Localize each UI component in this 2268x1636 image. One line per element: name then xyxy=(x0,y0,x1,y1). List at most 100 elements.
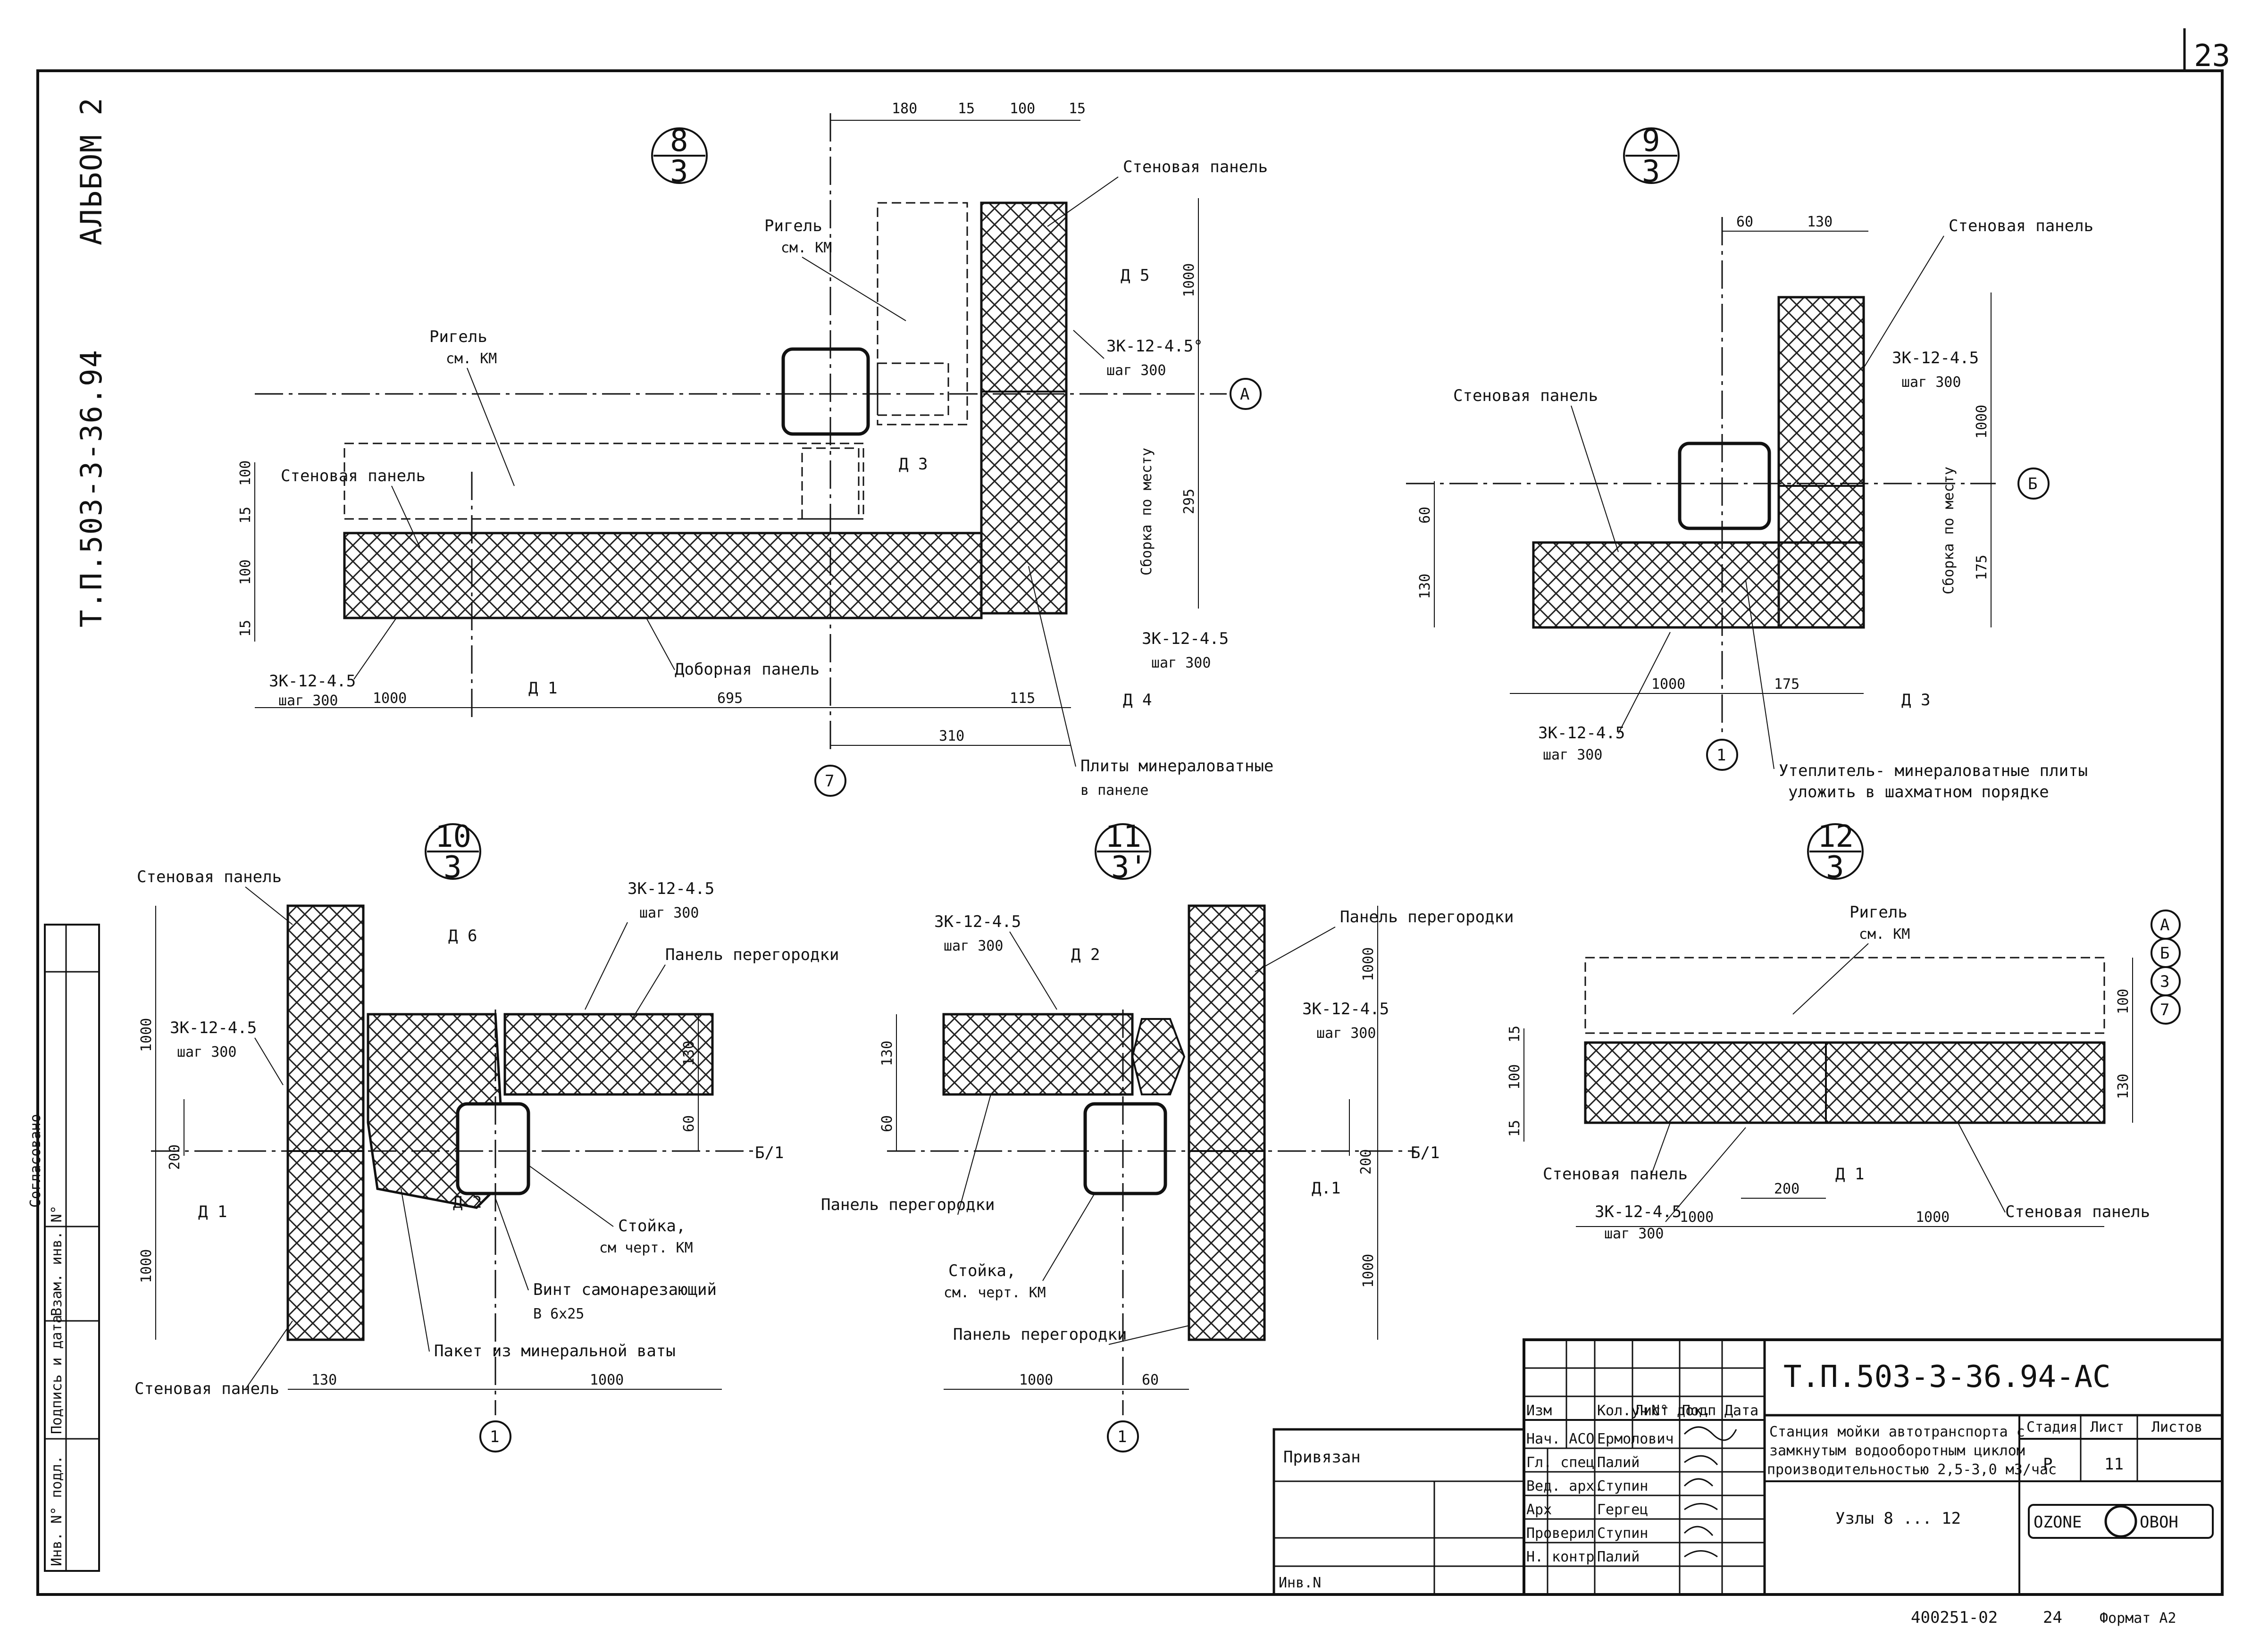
title-block: Привязан Инв.N Изм Кол.уч Лист N° док. П… xyxy=(1272,1338,2224,1596)
stage-value: Р xyxy=(2043,1455,2052,1474)
tb-role-5: Н. контр xyxy=(1526,1549,1595,1565)
n10-wall-panel-bottom: Стеновая панель xyxy=(134,1379,279,1398)
n8-screw-a: ЗК-12-4.5° xyxy=(1106,337,1203,356)
n9-screw-b: ЗК-12-4.5 xyxy=(1538,724,1625,743)
sheet-value: 11 xyxy=(2104,1455,2124,1474)
n8-dim-295: 295 xyxy=(1181,489,1197,514)
node-10-sheet: 3 xyxy=(444,850,462,885)
n8-d5: Д 5 xyxy=(1121,266,1149,285)
tb-head-izm: Изм xyxy=(1526,1402,1552,1419)
tb-role-4: Проверил xyxy=(1526,1525,1595,1542)
n12-dim-1000b: 1000 xyxy=(1916,1209,1950,1226)
n8-dim-695: 695 xyxy=(717,690,743,707)
n10-post-see: см черт. КМ xyxy=(599,1240,693,1256)
n8-dobor: Доборная панель xyxy=(675,660,820,679)
n10-d6: Д 6 xyxy=(448,927,477,945)
album-label: АЛЬБОМ 2 xyxy=(74,97,109,245)
n12-dim-130r: 130 xyxy=(2115,1074,2132,1099)
n8-dim-l100b: 100 xyxy=(237,559,254,585)
n8-dim-l15: 15 xyxy=(237,507,254,524)
n9-dim-60: 60 xyxy=(1736,214,1753,230)
n8-step-b: шаг 300 xyxy=(1151,655,1211,671)
format-label: Формат А2 xyxy=(2100,1610,2176,1627)
privyazan-label: Привязан xyxy=(1283,1448,1361,1467)
sheet-frame xyxy=(36,69,2224,1596)
node-8: 8 3 180 15 100 15 1000 295 100 15 100 1 xyxy=(237,100,1273,799)
stamp-vzam-inv: Взам. инв. N° xyxy=(49,1205,65,1316)
n9-screw-a: ЗК-12-4.5 xyxy=(1892,349,1979,367)
n11-partition-bottom: Панель перегородки xyxy=(953,1325,1127,1344)
n12-dim-15b: 15 xyxy=(1506,1120,1523,1137)
n10-d1: Д 1 xyxy=(198,1202,227,1221)
n8-rigel-a-km: см. КМ xyxy=(781,240,832,256)
n10-self-tap: Винт самонарезающий xyxy=(533,1280,717,1299)
n9-dim-130l: 130 xyxy=(1417,574,1433,599)
n10-post: Стойка, xyxy=(618,1217,686,1235)
n11-partition-top: Панель перегородки xyxy=(1340,908,1514,927)
tb-head-koluch: Кол.уч xyxy=(1597,1402,1648,1419)
n9-axis-b: Б xyxy=(2028,475,2037,493)
stamp-inv-podl: Инв. N° подл. xyxy=(49,1455,65,1566)
n10-dim-130r: 130 xyxy=(681,1041,697,1066)
station-line-1: Станция мойки автотранспорта с xyxy=(1769,1424,2025,1440)
n8-dim-15b: 15 xyxy=(1069,100,1086,117)
n8-mineral: Плиты минераловатные xyxy=(1080,757,1273,776)
stamp-sign-date: Подпись и дата xyxy=(49,1315,65,1434)
n8-d4: Д 4 xyxy=(1123,691,1152,709)
tb-name-2: Ступин xyxy=(1597,1478,1648,1494)
n8-d3: Д 3 xyxy=(899,455,928,474)
n9-dim-175b: 175 xyxy=(1774,676,1799,693)
n12-screw: ЗК-12-4.5 xyxy=(1595,1202,1682,1221)
node-12-sheet: 3 xyxy=(1826,850,1844,885)
n8-dim-115: 115 xyxy=(1010,690,1035,707)
nodes-label: Узлы 8 ... 12 xyxy=(1835,1509,1961,1528)
n12-wall-panel-left: Стеновая панель xyxy=(1543,1165,1688,1184)
n10-self-tap-size: В 6х25 xyxy=(533,1306,584,1322)
n11-post: Стойка, xyxy=(948,1261,1016,1280)
n9-dim-1000b: 1000 xyxy=(1651,676,1685,693)
tb-head-podp: Подп xyxy=(1682,1402,1716,1419)
n12-dim-100: 100 xyxy=(1506,1064,1523,1090)
n8-step-c: шаг 300 xyxy=(278,693,338,709)
inv-n-label: Инв.N xyxy=(1279,1575,1321,1591)
n10-axis-1: 1 xyxy=(490,1427,499,1446)
sheet-header: Лист xyxy=(2090,1419,2124,1436)
n12-rigel-km: см. КМ xyxy=(1859,926,1910,943)
n8-dim-180: 180 xyxy=(892,100,917,117)
side-project-code: Т.П.503-3-36.94 xyxy=(74,349,109,627)
n9-dim-175r: 175 xyxy=(1974,555,1990,580)
n9-wall-panel-left: Стеновая панель xyxy=(1453,386,1598,405)
n9-wall-panel-top: Стеновая панель xyxy=(1949,217,2093,235)
n10-dim-60r: 60 xyxy=(681,1115,697,1132)
tb-head-list: Лист xyxy=(1635,1402,1669,1419)
tb-name-0: Ермолович xyxy=(1597,1431,1674,1447)
n9-dim-60l: 60 xyxy=(1417,507,1433,524)
n11-dim-1000c: 1000 xyxy=(1019,1372,1053,1388)
stage-header: Стадия xyxy=(2026,1419,2077,1436)
n10-mineral-pack: Пакет из минеральной ваты xyxy=(434,1342,676,1361)
n8-d1: Д 1 xyxy=(528,679,557,698)
tb-name-5: Палий xyxy=(1597,1549,1640,1565)
n12-dim-100r: 100 xyxy=(2115,989,2132,1014)
node-10-num: 10 xyxy=(435,819,471,854)
n10-step-b: шаг 300 xyxy=(177,1044,236,1060)
company-logo-icon xyxy=(2104,1505,2137,1538)
n8-wall-panel-top: Стеновая панель xyxy=(1123,158,1268,176)
node-11-num: 11 xyxy=(1105,819,1141,854)
tb-role-1: Гл. спец xyxy=(1526,1454,1595,1471)
n10-screw-b: ЗК-12-4.5 xyxy=(170,1018,257,1037)
n10-dim-1000b: 1000 xyxy=(138,1249,155,1283)
footer-mark: 400251-02 xyxy=(1911,1608,1998,1627)
n10-dim-130b: 130 xyxy=(311,1372,337,1388)
n12-axis-7: 7 xyxy=(2160,1001,2169,1019)
node-9-sheet: 3 xyxy=(1642,154,1660,189)
tb-name-4: Ступин xyxy=(1597,1525,1648,1542)
n10-screw-a: ЗК-12-4.5 xyxy=(628,879,714,898)
n8-axis-a: А xyxy=(1240,385,1249,404)
n9-checker: уложить в шахматном порядке xyxy=(1788,783,2049,801)
n8-dim-1000b: 1000 xyxy=(373,690,407,707)
n12-rigel: Ригель xyxy=(1850,903,1908,922)
n11-dim-60l: 60 xyxy=(879,1115,895,1132)
n8-dim-310: 310 xyxy=(939,728,964,744)
